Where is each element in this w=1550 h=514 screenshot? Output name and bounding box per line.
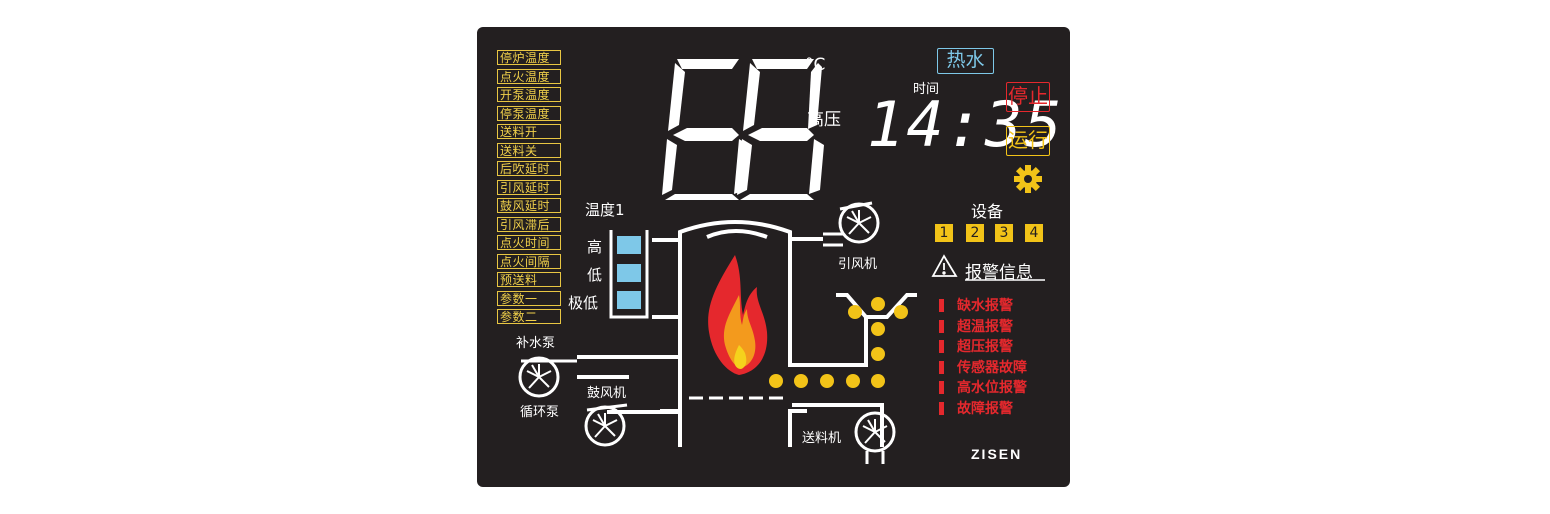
makeup-pump-icon — [518, 356, 577, 398]
alarm-indicator — [939, 340, 944, 353]
level-high-indicator — [617, 236, 641, 254]
device-3[interactable]: 3 — [995, 224, 1013, 242]
level-low-indicator — [617, 264, 641, 282]
circulation-pump-label: 循环泵 — [520, 405, 560, 420]
level-gauge — [609, 230, 649, 319]
level-title: 温度1 — [585, 201, 625, 219]
device-4[interactable]: 4 — [1025, 224, 1043, 242]
feeder-fan-icon — [854, 411, 896, 464]
alarm-label: 传感器故障 — [957, 359, 1027, 376]
boiler-vessel — [577, 220, 917, 447]
alarm-label: 故障报警 — [957, 400, 1013, 417]
hot-water-label: 热水 — [946, 49, 985, 71]
blower-fan-label: 鼓风机 — [587, 386, 627, 401]
lcd-panel: 停炉温度点火温度开泵温度停泵温度送料开送料关后吹延时引风延时鼓风延时引风滞后点火… — [477, 27, 1070, 487]
alarm-indicator — [939, 299, 944, 312]
device-2[interactable]: 2 — [966, 224, 984, 242]
makeup-pump-label: 补水泵 — [516, 336, 556, 351]
run-label: 运行 — [1008, 128, 1048, 152]
devices-label: 设备 — [971, 202, 1004, 221]
alarm-label: 高水位报警 — [957, 380, 1027, 396]
alarm-indicator — [939, 319, 944, 333]
menu-item[interactable]: 参数一 — [497, 290, 561, 306]
menu-item[interactable]: 点火温度 — [497, 68, 561, 84]
level-very-low-indicator — [617, 291, 641, 309]
device-1[interactable]: 1 — [935, 224, 953, 242]
stop-label: 停止 — [1008, 84, 1048, 108]
menu-item[interactable]: 引风滞后 — [497, 216, 561, 232]
alarm-label: 缺水报警 — [957, 298, 1013, 314]
menu-item[interactable]: 点火间隔 — [497, 253, 561, 269]
flame-icon — [708, 255, 768, 375]
menu-item[interactable]: 送料关 — [497, 142, 561, 158]
feeder-fan-label: 送料机 — [802, 431, 842, 446]
induced-fan-label: 引风机 — [838, 257, 878, 272]
brand-logo: ZISEN — [971, 446, 1023, 462]
run-button[interactable]: 运行 — [1006, 126, 1050, 156]
alarm-label: 超温报警 — [957, 318, 1013, 335]
level-very-low-label: 极低 — [568, 294, 599, 312]
temperature-unit: °C — [805, 55, 826, 75]
menu-item[interactable]: 参数二 — [497, 309, 561, 324]
alarm-indicator — [939, 381, 944, 394]
temperature-digit-8 — [737, 59, 824, 200]
level-high-label: 高 — [587, 238, 603, 256]
warning-icon — [931, 254, 958, 277]
stop-button[interactable]: 停止 — [1006, 82, 1050, 112]
alarm-indicator — [939, 401, 944, 415]
induced-fan-icon — [823, 201, 880, 247]
alarm-header: 报警信息 — [965, 263, 1033, 283]
alarm-label: 超压报警 — [957, 339, 1013, 355]
menu-item[interactable]: 停炉温度 — [497, 50, 561, 65]
clock-label: 时间 — [913, 82, 940, 97]
clock-time: 14:35 — [867, 88, 1064, 161]
menu-item[interactable]: 鼓风延时 — [497, 198, 561, 213]
level-low-label: 低 — [587, 266, 603, 284]
menu-item[interactable]: 停泵温度 — [497, 105, 561, 121]
diagram-layer — [518, 59, 1045, 464]
pressure-label: 高压 — [807, 110, 841, 130]
menu-item[interactable]: 送料开 — [497, 124, 561, 139]
menu-item[interactable]: 后吹延时 — [497, 161, 561, 176]
hot-water-mode[interactable]: 热水 — [937, 48, 994, 74]
menu-item[interactable]: 预送料 — [497, 272, 561, 287]
menu-item[interactable]: 引风延时 — [497, 179, 561, 195]
blower-fan-icon — [584, 403, 628, 447]
menu-item[interactable]: 点火时间 — [497, 235, 561, 250]
fuel-pellets — [769, 297, 908, 388]
gear-icon — [1014, 165, 1042, 193]
alarm-indicator — [939, 360, 944, 374]
menu-item[interactable]: 开泵温度 — [497, 87, 561, 102]
